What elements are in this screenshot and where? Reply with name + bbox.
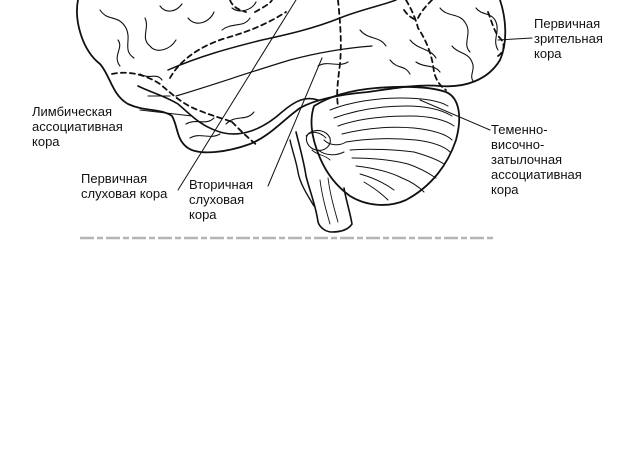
lateral-fissure [167,0,397,71]
gyri-left [99,1,257,139]
pons-detail [305,129,331,151]
area-boundaries-dashed [111,0,505,147]
brainstem-lines [305,131,339,225]
cerebellum-outline [310,85,461,206]
label-parieto-temporo-occipital-association-cortex: Теменно- височно- затылочная ассоциативн… [491,122,582,197]
label-secondary-auditory-cortex: Вторичная слуховая кора [189,177,253,222]
gyri-right [317,7,499,83]
cerebellum-folia [317,97,455,201]
temporal-sulcus [175,45,373,97]
brainstem-front [289,139,315,207]
label-primary-auditory-cortex: Первичная слуховая кора [81,171,168,201]
leader-lines [139,0,533,191]
label-primary-visual-cortex: Первичная зрительная кора [534,16,603,61]
label-limbic-association-cortex: Лимбическая ассоциативная кора [32,104,123,149]
cerebrum-outline [76,0,507,154]
temporal-lobe-outline [137,85,319,135]
brainstem [295,131,353,233]
